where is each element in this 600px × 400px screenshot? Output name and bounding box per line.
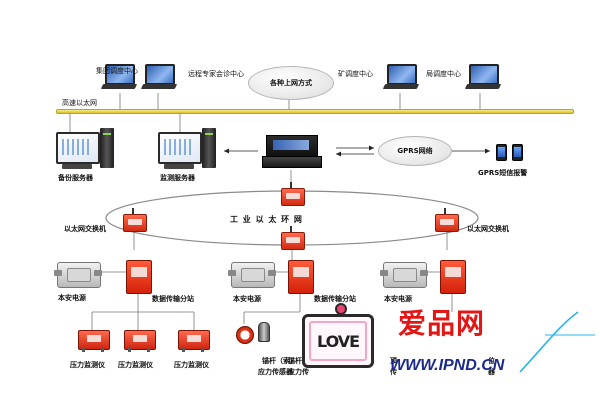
anchor-stress-rod (258, 322, 270, 342)
label-pressure-1: 压力监测仪 (70, 361, 105, 369)
rack-server-icon (262, 135, 322, 169)
label-backbone: 高速以太网 (62, 99, 97, 107)
pressure-monitor-3 (178, 330, 210, 352)
label-mine-center: 矿调度中心 (338, 70, 373, 78)
laptop-icon (382, 64, 420, 90)
ethernet-switch-right (433, 208, 459, 232)
backup-server-computer (56, 128, 114, 172)
love-badge-text: LOVE (316, 332, 360, 351)
watermark-swoosh (519, 311, 579, 373)
label-anchor-1a: 锚杆（索） (262, 357, 297, 365)
label-power-3: 本安电源 (384, 295, 412, 303)
label-pressure-2: 压力监测仪 (118, 361, 153, 369)
label-roof-a: 顶 (390, 357, 397, 365)
ethernet-switch-left (121, 208, 147, 232)
data-station-2 (288, 260, 314, 294)
label-anchor-2b: 应力传 (288, 368, 309, 376)
monitor-server-computer (158, 128, 216, 172)
laptop-icon (100, 64, 138, 90)
label-partial-b: 器 (488, 368, 495, 376)
watermark-brand-url: WWW.IPND.CN (390, 357, 505, 374)
watermark-brand-cn: 爱品网 (398, 307, 486, 340)
arrow-head-left (224, 148, 229, 154)
anchor-stress-gauge (236, 326, 254, 344)
pressure-monitor-1 (78, 330, 110, 352)
label-pressure-3: 压力监测仪 (174, 361, 209, 369)
label-anchor-1b: 应力传感器 (258, 368, 293, 376)
arrow-head-sms (485, 148, 490, 154)
label-backup-server: 备份服务器 (58, 174, 93, 182)
phone-icon (512, 144, 523, 161)
label-ring-network: 工 业 以 太 环 网 (230, 215, 303, 224)
power-supply-2 (228, 258, 276, 288)
laptop-icon (140, 64, 178, 90)
phone-icon (496, 144, 507, 161)
data-station-1 (126, 260, 152, 294)
label-gprs-network: GPRS网络 (397, 147, 433, 155)
label-roof-b: 传 (390, 368, 397, 376)
power-supply-3 (380, 258, 428, 288)
label-group-center: 集团调度中心 (96, 67, 138, 75)
arrow-head-back (336, 151, 341, 157)
label-station-2: 数据传输分站 (314, 295, 356, 303)
label-expert-center: 远程专家会诊中心 (188, 70, 244, 78)
label-power-1: 本安电源 (58, 294, 86, 302)
pressure-monitor-2 (124, 330, 156, 352)
label-internet-methods: 各种上网方式 (270, 79, 312, 87)
power-supply-1 (54, 258, 102, 288)
data-station-3 (440, 260, 466, 294)
label-gprs-sms: GPRS短信报警 (478, 169, 528, 177)
label-partial-a: 位 (488, 357, 495, 365)
ring-switch-bottom (279, 226, 305, 250)
label-eth-switch-left: 以太网交换机 (64, 225, 106, 233)
label-bureau-center: 局调度中心 (426, 70, 461, 78)
label-eth-switch-right: 以太网交换机 (467, 225, 509, 233)
ring-switch-top (279, 182, 305, 206)
love-badge-watermark: LOVE (302, 303, 374, 368)
laptop-icon (464, 64, 502, 90)
cloud-gprs: GPRS网络 (378, 136, 452, 166)
label-power-2: 本安电源 (233, 295, 261, 303)
arrow-head-right (369, 145, 374, 151)
heart-hanger-icon (335, 303, 347, 315)
backbone-bus (56, 109, 574, 114)
cloud-internet: 各种上网方式 (248, 66, 334, 100)
label-station-1: 数据传输分站 (152, 295, 194, 303)
label-monitor-server: 监测服务器 (160, 174, 195, 182)
